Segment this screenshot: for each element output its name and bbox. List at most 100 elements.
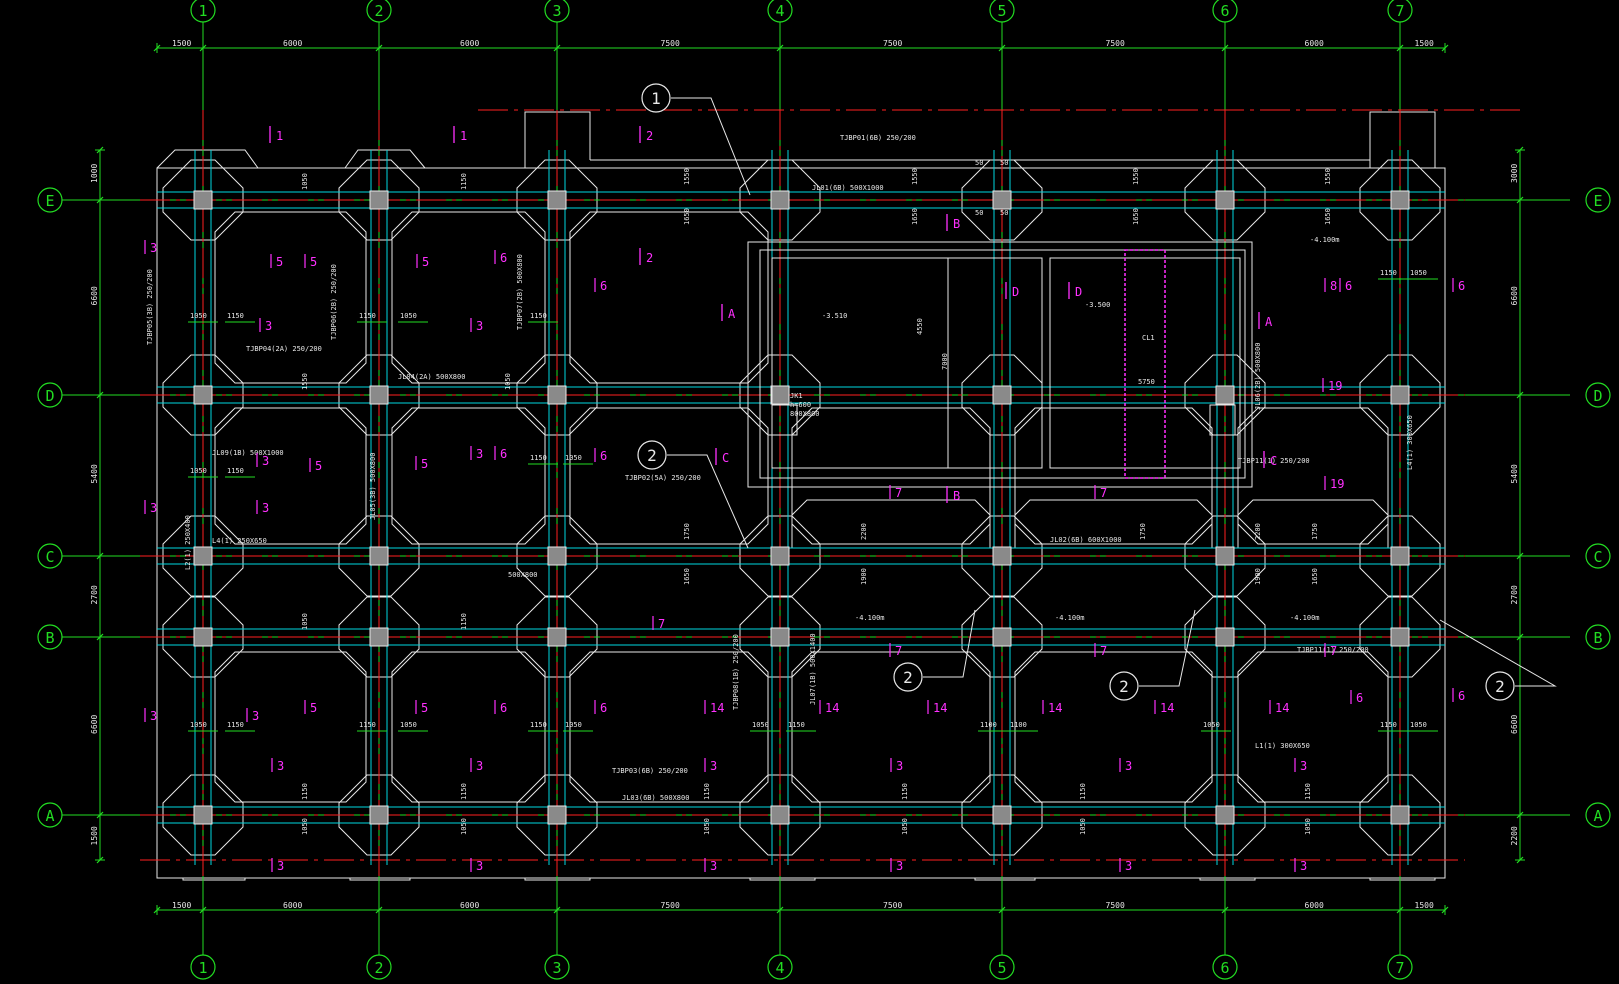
- axis-bubble-row-label: C: [45, 548, 54, 566]
- slab-wing: [344, 149, 426, 169]
- axis-bubble-column: [1212, 954, 1238, 980]
- column: [1390, 385, 1410, 405]
- callout-leader: [1439, 619, 1557, 687]
- bay-dimension: 1150: [1380, 721, 1397, 729]
- column: [1390, 805, 1410, 825]
- column-cap: [739, 515, 821, 597]
- number-mark: 6: [1356, 691, 1363, 705]
- callout-bubble: [1109, 671, 1139, 701]
- callout-number: 2: [1495, 677, 1505, 696]
- column: [547, 546, 567, 566]
- axis-bubble-column-label: 6: [1220, 959, 1229, 977]
- beam-label: TJBP02(5A) 250/200: [625, 474, 701, 482]
- number-mark: 5: [315, 459, 322, 473]
- bay-dimension: 1150: [227, 721, 244, 729]
- axis-bubble-column-label: 2: [374, 2, 383, 20]
- number-mark: 3: [150, 501, 157, 515]
- number-mark: 3: [476, 447, 483, 461]
- footing-panel: [214, 651, 367, 803]
- bay-dimension-vertical: 1050: [301, 818, 309, 835]
- dimension-slash: [96, 856, 104, 864]
- pit-label: CL1: [1142, 334, 1155, 342]
- column: [193, 805, 213, 825]
- column-cap: [1184, 159, 1266, 241]
- dimension-span-label: 7500: [1106, 39, 1125, 48]
- axis-bubble-row: [1585, 382, 1611, 408]
- number-mark: 3: [150, 241, 157, 255]
- number-mark: 6: [600, 701, 607, 715]
- footing-panel: [391, 211, 546, 384]
- column-cap: [338, 515, 420, 597]
- number-mark: 6: [1458, 689, 1465, 703]
- beam-label: L1(1) 300X650: [1255, 742, 1310, 750]
- beam-label: JL07(1B) 500X1400: [809, 633, 817, 705]
- bay-dimension: 1150: [359, 312, 376, 320]
- column-cap: [338, 354, 420, 436]
- bay-dimension: 1100: [1010, 721, 1027, 729]
- column: [770, 385, 790, 405]
- axis-bubble-row: [1585, 624, 1611, 650]
- bay-dimension: 1150: [227, 467, 244, 475]
- column-cap: [1359, 596, 1441, 678]
- number-mark: 3: [476, 759, 483, 773]
- dimension-span-label: 5400: [90, 464, 99, 483]
- sump-box: [1209, 404, 1236, 436]
- number-mark: 5: [310, 255, 317, 269]
- bay-dimension-vertical: 1750: [1311, 523, 1319, 540]
- number-mark: 7: [1330, 644, 1337, 658]
- slab-tab: [974, 878, 1036, 881]
- axis-bubble-column: [190, 0, 216, 23]
- bay-dimension-vertical: 1900: [860, 568, 868, 585]
- dimension-span-label: 3000: [1510, 164, 1519, 183]
- callout-number: 2: [1119, 677, 1129, 696]
- beam-label: JL03(6B) 500X800: [622, 794, 689, 802]
- column: [992, 385, 1012, 405]
- axis-bubble-column: [366, 954, 392, 980]
- dimension-span-label: 6000: [1305, 901, 1324, 910]
- bay-dimension-vertical: 1650: [683, 568, 691, 585]
- number-mark: 3: [277, 859, 284, 873]
- bay-dimension: 1150: [788, 721, 805, 729]
- axis-bubble-column-label: 3: [552, 2, 561, 20]
- callout-number: 2: [647, 446, 657, 465]
- axis-bubble-row: [37, 543, 63, 569]
- bay-dimension-vertical: 1550: [683, 168, 691, 185]
- number-mark: 6: [500, 251, 507, 265]
- footing-panel: [391, 407, 546, 545]
- column-cap: [516, 515, 598, 597]
- axis-bubble-row: [37, 187, 63, 213]
- bay-dimension-vertical: 1750: [683, 523, 691, 540]
- axis-bubble-column: [989, 954, 1015, 980]
- number-mark: 3: [277, 759, 284, 773]
- bay-dimension-vertical: 1050: [301, 173, 309, 190]
- pit-label: h=600: [790, 401, 811, 409]
- section-mark-letter: A: [728, 307, 736, 321]
- column: [193, 385, 213, 405]
- beam-label: TJBP11(1) 250/200: [1297, 646, 1369, 654]
- number-mark: 5: [422, 255, 429, 269]
- elevation-label: -4.100m: [855, 614, 885, 622]
- column: [770, 546, 790, 566]
- column-cap: [739, 596, 821, 678]
- number-mark: 7: [1100, 486, 1107, 500]
- pit-label: 800X800: [790, 410, 820, 418]
- dimension-span-label: 6000: [460, 39, 479, 48]
- column: [369, 546, 389, 566]
- column-cap: [338, 596, 420, 678]
- bay-dimension-vertical: 1150: [1079, 783, 1087, 800]
- bay-dimension: 1050: [400, 312, 417, 320]
- axis-bubble-row: [37, 802, 63, 828]
- dimension-span-label: 2700: [90, 585, 99, 604]
- column-cap: [1359, 515, 1441, 597]
- section-mark-letter: D: [1012, 285, 1019, 299]
- column-cap: [516, 774, 598, 856]
- column: [547, 385, 567, 405]
- footing-panel: [1237, 407, 1389, 545]
- axis-bubble-row-label: A: [45, 807, 54, 825]
- column-cap: [1184, 354, 1266, 436]
- callout-bubble: [893, 662, 923, 692]
- axis-bubble-column: [1387, 0, 1413, 23]
- bay-dimension-vertical: 1650: [1311, 568, 1319, 585]
- section-mark-letter: 1: [460, 129, 467, 143]
